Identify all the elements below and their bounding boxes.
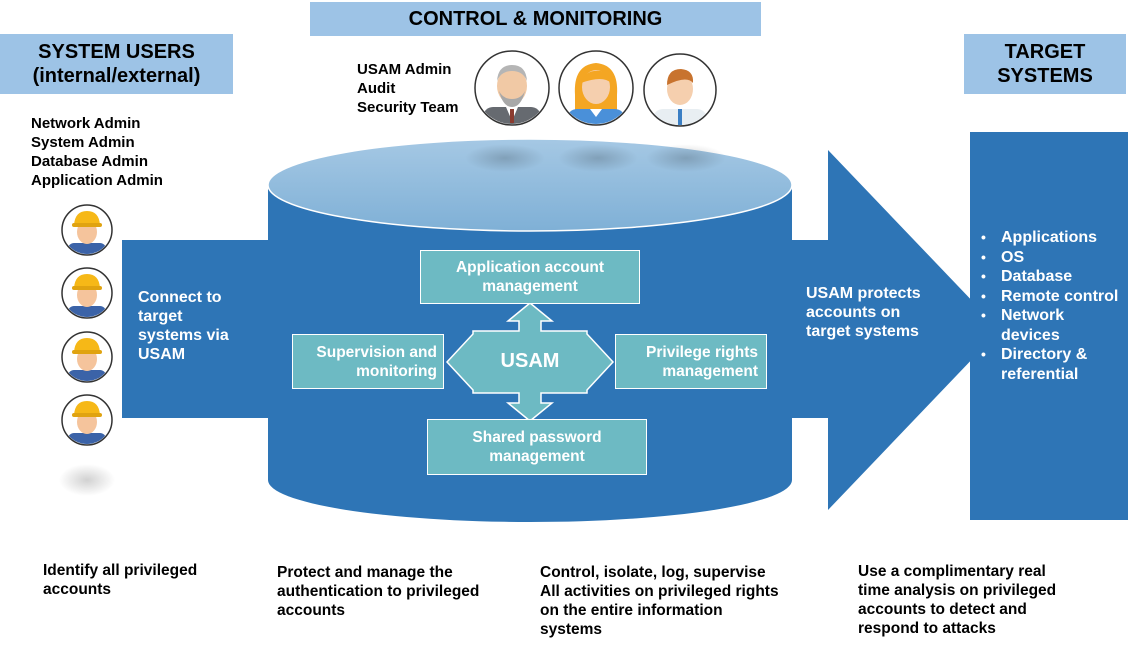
connect-text-line-4: USAM — [138, 346, 186, 363]
caption-control-line-1: Control, isolate, log, supervise — [540, 564, 766, 581]
caption-protect-line-1: Protect and manage the — [277, 564, 453, 581]
connect-text-line-2: target — [138, 308, 183, 325]
caption-analysis-line-1: Use a complimentary real — [858, 563, 1046, 580]
connect-text: Connect to target systems via USAM — [138, 288, 229, 364]
caption-control-line-3: on the entire information — [540, 602, 723, 619]
control-monitoring-header-text: CONTROL & MONITORING — [408, 8, 663, 30]
protect-arrow — [792, 150, 1000, 510]
target-systems-list: Applications OS Database Remote control … — [977, 228, 1125, 384]
protect-text-line-2: accounts on — [806, 304, 901, 321]
target-systems-list-wrap: Applications OS Database Remote control … — [977, 228, 1125, 384]
worker-avatar-icon — [61, 204, 113, 256]
privilege-line-2: management — [662, 362, 758, 380]
privilege-line-1: Privilege rights — [646, 343, 758, 361]
target-item: Applications — [977, 228, 1125, 248]
connect-text-line-1: Connect to — [138, 289, 222, 306]
controller-usam-admin: USAM Admin — [357, 61, 452, 78]
controllers-list: USAM Admin Audit Security Team — [357, 60, 458, 117]
role-application-admin: Application Admin — [31, 172, 163, 189]
shared-password-line-1: Shared password — [472, 429, 602, 446]
role-system-admin: System Admin — [31, 134, 135, 151]
shared-password-management-box: Shared password management — [427, 419, 647, 475]
worker-avatar-icon — [61, 394, 113, 446]
system-users-header-line-1: SYSTEM USERS — [38, 41, 195, 63]
protect-text: USAM protects accounts on target systems — [806, 284, 921, 341]
caption-control: Control, isolate, log, supervise All act… — [540, 563, 779, 639]
worker-avatar-icon — [61, 331, 113, 383]
protect-text-line-3: target systems — [806, 323, 919, 340]
connect-arrow-bar — [122, 240, 282, 418]
system-users-header-line-2: (internal/external) — [32, 65, 201, 87]
caption-protect-line-3: accounts — [277, 602, 346, 619]
caption-protect-line-2: authentication to privileged — [277, 583, 480, 600]
caption-analysis-line-3: accounts to detect and — [858, 601, 1027, 618]
target-item: Remote control — [977, 287, 1125, 307]
caption-analysis-line-4: respond to attacks — [858, 620, 996, 637]
target-systems-header-line-2: SYSTEMS — [997, 65, 1093, 87]
shared-password-line-2: management — [489, 448, 585, 465]
caption-protect: Protect and manage the authentication to… — [277, 563, 479, 620]
caption-identify: Identify all privileged accounts — [43, 561, 197, 599]
app-account-line-2: management — [482, 278, 578, 295]
caption-control-line-4: systems — [540, 621, 603, 638]
target-systems-header: TARGET SYSTEMS — [964, 34, 1126, 94]
caption-control-line-2: All activities on privileged rights — [540, 583, 779, 600]
caption-analysis: Use a complimentary real time analysis o… — [858, 562, 1056, 638]
app-account-line-1: Application account — [455, 259, 605, 276]
target-item: OS — [977, 248, 1125, 268]
caption-analysis-line-2: time analysis on privileged — [858, 582, 1057, 599]
older-man-avatar-icon — [474, 50, 550, 126]
privilege-rights-management-box: Privilege rights management — [615, 334, 767, 389]
application-account-management-box: Application account management — [420, 250, 640, 304]
supervision-line-1: Supervision and — [316, 343, 437, 361]
caption-identify-line-1: Identify all privileged — [43, 562, 198, 579]
target-item: Database — [977, 267, 1125, 287]
system-users-header: SYSTEM USERS (internal/external) — [0, 34, 233, 94]
role-network-admin: Network Admin — [31, 115, 141, 132]
controller-audit: Audit — [357, 80, 396, 97]
control-monitoring-header: CONTROL & MONITORING — [310, 2, 761, 36]
target-item: Network devices — [977, 306, 1125, 345]
caption-identify-line-2: accounts — [43, 581, 112, 598]
user-roles-list: Network Admin System Admin Database Admi… — [31, 114, 163, 190]
supervision-monitoring-box: Supervision and monitoring — [292, 334, 444, 389]
target-item: Directory & referential — [977, 345, 1125, 384]
connect-text-line-3: systems via — [138, 327, 229, 344]
supervision-line-2: monitoring — [356, 362, 437, 380]
woman-avatar-icon — [558, 50, 634, 126]
worker-avatar-icon — [61, 267, 113, 319]
role-database-admin: Database Admin — [31, 153, 148, 170]
usam-center-label: USAM — [500, 350, 560, 372]
controller-security-team: Security Team — [357, 99, 459, 116]
young-man-avatar-icon — [643, 53, 717, 127]
target-systems-header-line-1: TARGET — [1004, 41, 1086, 63]
protect-text-line-1: USAM protects — [806, 285, 921, 302]
